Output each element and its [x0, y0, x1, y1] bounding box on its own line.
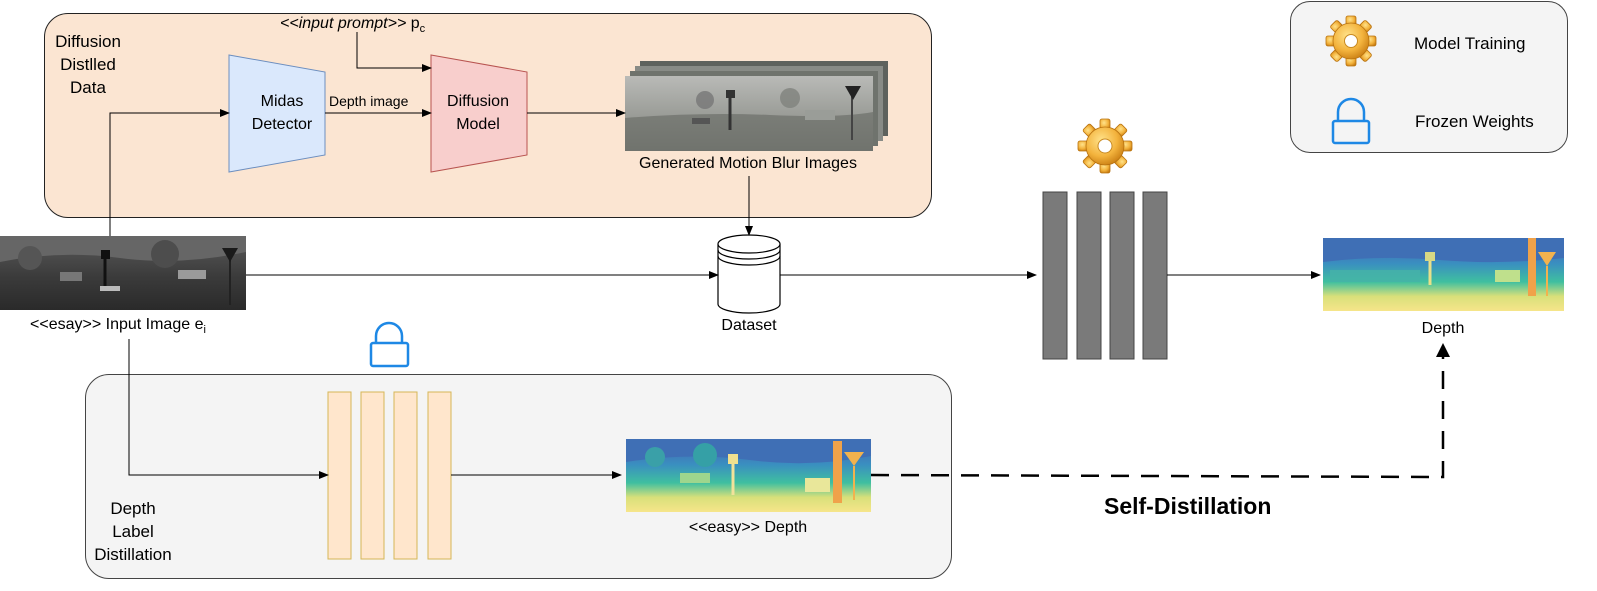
legend-frozen-weights-label: Frozen Weights — [1415, 112, 1534, 131]
generated-images-label: Generated Motion Blur Images — [639, 155, 857, 172]
student-network — [1042, 191, 1168, 360]
diffusion-model-label: Diffusion Model — [447, 93, 509, 133]
legend-gear-icon — [1325, 15, 1377, 67]
legend-model-training-label: Model Training — [1414, 34, 1526, 53]
top-panel-title: Diffusion Distlled Data — [55, 32, 121, 97]
depth-image-label: Depth image — [329, 93, 409, 109]
diffusion-model-block — [430, 54, 528, 173]
input-prompt-label: <<input prompt>> pc — [280, 15, 426, 36]
arrow-prompt-to-diffusion — [356, 32, 432, 72]
self-distillation-label: Self-Distillation — [1104, 493, 1272, 519]
easy-depth-image — [626, 439, 871, 512]
teacher-network — [327, 391, 452, 560]
depth-label: Depth — [1421, 320, 1465, 337]
midas-detector-label: Midas Detector — [251, 93, 313, 133]
input-image-label: <<esay>> Input Image ei — [30, 316, 206, 337]
arrow-input-to-teacher — [128, 339, 329, 479]
input-image — [0, 236, 246, 310]
frozen-lock-icon — [369, 321, 410, 368]
easy-depth-label: <<easy>> Depth — [688, 519, 808, 536]
arrow-input-to-midas — [109, 109, 230, 236]
legend-lock-icon — [1331, 97, 1371, 145]
generated-images-stack — [625, 61, 888, 151]
self-distillation-dashed-arrow — [870, 350, 1445, 479]
dataset-label: Dataset — [721, 317, 777, 334]
midas-detector-block — [228, 54, 326, 173]
dataset-cylinder — [717, 234, 781, 314]
bottom-panel-title: Depth Label Distillation — [94, 499, 172, 564]
output-depth-image — [1323, 238, 1564, 311]
training-gear-icon — [1077, 118, 1133, 174]
